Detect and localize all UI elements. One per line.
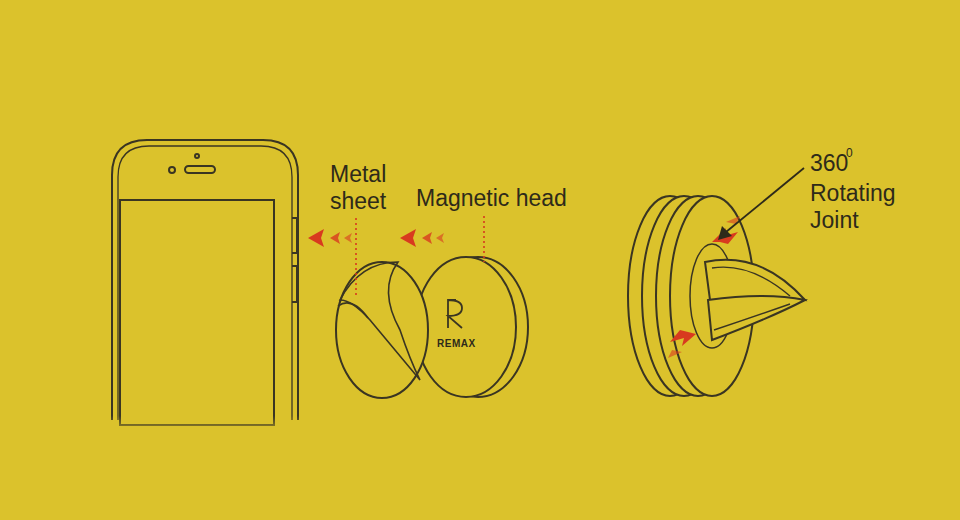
- rotation-arrows: [668, 216, 740, 358]
- brand-mark: REMAX: [437, 338, 497, 350]
- degree-mark: 0: [846, 146, 866, 160]
- phone-fade: [100, 330, 320, 440]
- part-label: Metal sheet: [330, 161, 402, 215]
- joint-leader: [718, 168, 804, 240]
- vent-mount: [628, 196, 805, 396]
- direction-arrows: [308, 229, 444, 247]
- callout-label: Rotating Joint: [810, 180, 930, 234]
- part-label: Magnetic head: [416, 185, 586, 212]
- leader-dotted: [356, 216, 484, 298]
- magnet-parts: [336, 257, 528, 398]
